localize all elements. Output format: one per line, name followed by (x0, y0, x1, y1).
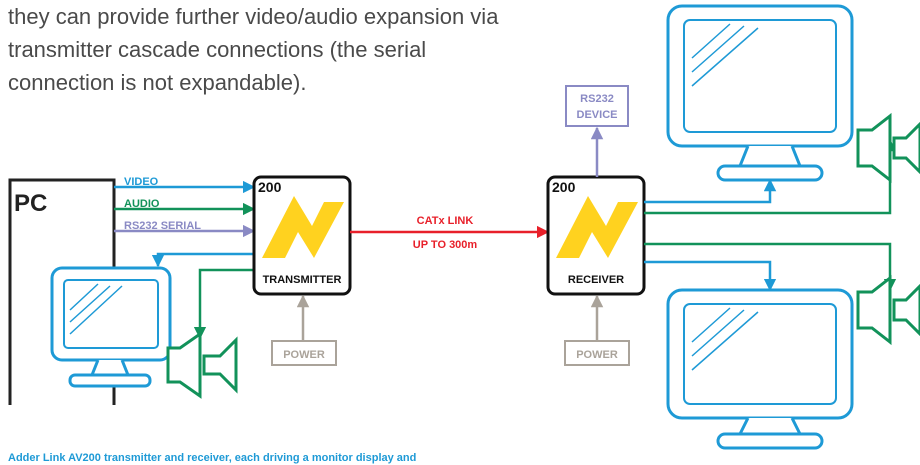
local-monitor-icon (50, 266, 172, 388)
receiver-unit: 200 RECEIVER (546, 175, 646, 296)
power-label: POWER (576, 349, 618, 361)
link-label-line2: UP TO 300m (413, 239, 478, 251)
intro-text: they can provide further video/audio exp… (8, 0, 548, 99)
rs232-device-line2: DEVICE (577, 109, 618, 121)
video-signal-label: VIDEO (124, 176, 159, 188)
figure-caption: Adder Link AV200 transmitter and receive… (8, 452, 417, 464)
intro-line: transmitter cascade connections (the ser… (8, 37, 427, 62)
pc-label: PC (14, 190, 47, 217)
local-speaker-icon (166, 331, 238, 399)
transmitter-label: TRANSMITTER (263, 274, 342, 286)
transmitter-model: 200 (258, 179, 282, 195)
receiver-label: RECEIVER (568, 274, 624, 286)
av-logo-icon (262, 196, 344, 258)
receiver-power: POWER (564, 294, 630, 366)
intro-line: they can provide further video/audio exp… (8, 4, 499, 29)
remote-monitor-icon (666, 288, 854, 450)
av-logo-icon (556, 196, 638, 258)
serial-signal-label: RS232 SERIAL (124, 220, 201, 232)
power-label: POWER (283, 349, 325, 361)
remote-speaker-icon (856, 112, 920, 184)
rs232-device-line1: RS232 (580, 93, 614, 105)
link-label-line1: CATx LINK (417, 215, 474, 227)
transmitter-unit: 200 TRANSMITTER (252, 175, 352, 296)
audio-signal-label: AUDIO (124, 198, 160, 210)
remote-monitor-icon (666, 4, 854, 182)
receiver-model: 200 (552, 179, 576, 195)
rs232-device: RS232 DEVICE (565, 85, 629, 177)
remote-speaker-icon (856, 274, 920, 346)
intro-line: connection is not expandable). (8, 70, 307, 95)
transmitter-power: POWER (271, 294, 337, 366)
